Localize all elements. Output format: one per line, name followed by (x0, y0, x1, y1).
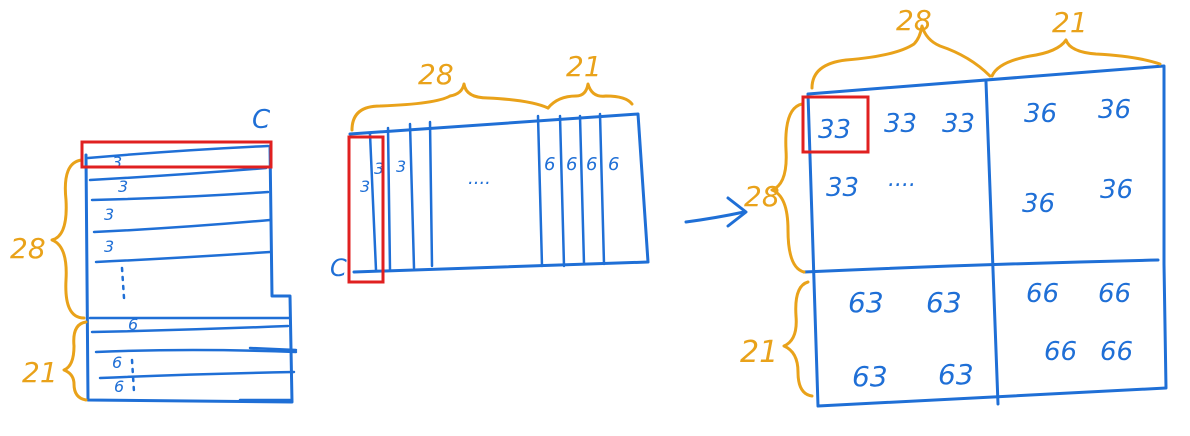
middle-brace-label-21: 21 (566, 50, 602, 83)
block-value-36: 36 (1100, 175, 1133, 205)
middle-col-line (578, 114, 586, 266)
transform-arrow (684, 196, 748, 228)
result-divider-vertical (984, 80, 1000, 406)
result-brace-top-28 (810, 24, 992, 90)
left-row-line (94, 348, 298, 354)
middle-brace-label-28: 28 (418, 58, 454, 91)
left-dots (120, 266, 126, 300)
left-row-line (86, 144, 270, 160)
block-value-66: 66 (1044, 337, 1077, 367)
block-value-66: 66 (1026, 279, 1059, 309)
middle-col-mark: 3 (374, 159, 384, 178)
result-brace-label-left-21: 21 (740, 335, 778, 370)
middle-col-mark: 6 (566, 154, 577, 175)
middle-highlight-box (347, 135, 385, 284)
middle-matrix: 3 3 3 6 6 6 6 .... C 28 21 (330, 50, 650, 284)
left-row-mark: 6 (128, 315, 138, 334)
middle-col-mark: 6 (586, 154, 597, 175)
left-row-mark: 3 (104, 237, 114, 256)
block-ellipsis: .... (888, 167, 916, 192)
left-row-mark: 3 (104, 205, 114, 224)
result-highlight-box (801, 95, 870, 154)
result-brace-label-left-28: 28 (744, 180, 780, 213)
result-divider-horizontal (802, 258, 1160, 274)
middle-col-line (428, 120, 434, 268)
block-value-63: 63 (938, 358, 974, 391)
block-value-63: 63 (926, 286, 962, 319)
block-value-36: 36 (1024, 99, 1057, 129)
left-row-line (90, 324, 290, 334)
block-value-36: 36 (1098, 95, 1131, 125)
block-value-66: 66 (1098, 279, 1131, 309)
result-brace-top-21 (990, 38, 1162, 78)
left-matrix: 3 3 3 3 6 6 6 C 28 21 (10, 105, 298, 404)
result-matrix-frame (806, 64, 1168, 408)
left-row-mark: 3 (112, 153, 122, 172)
left-row-mark: 3 (118, 177, 128, 196)
result-brace-left-28 (770, 102, 806, 274)
left-brace-28 (50, 158, 86, 320)
block-value-33: 33 (826, 173, 859, 203)
left-row-line (98, 370, 296, 380)
middle-col-line (558, 114, 566, 268)
middle-brace-28 (350, 82, 550, 132)
middle-col-mark: 3 (396, 157, 406, 176)
left-brace-label-21: 21 (22, 356, 58, 389)
result-brace-left-21 (782, 280, 814, 398)
middle-channel-label: C (330, 254, 347, 282)
left-row-tick (248, 346, 298, 352)
left-brace-label-28: 28 (10, 232, 46, 265)
block-value-36: 36 (1022, 189, 1055, 219)
result-matrix: 33 33 33 33 .... 36 36 36 36 63 63 63 63… (740, 4, 1168, 408)
left-row-line (90, 190, 270, 202)
middle-brace-21 (546, 82, 634, 110)
middle-ellipsis: .... (468, 168, 491, 189)
left-row-line (92, 218, 272, 234)
arrow-shaft (684, 210, 746, 224)
left-brace-21 (62, 320, 88, 402)
middle-col-mark: 6 (544, 154, 555, 175)
middle-col-line (598, 112, 606, 266)
block-value-33: 33 (884, 109, 917, 139)
block-value-63: 63 (848, 286, 884, 319)
block-value-33: 33 (818, 115, 851, 145)
left-row-mark: 6 (112, 353, 122, 372)
left-row-mark: 6 (114, 377, 124, 396)
middle-col-mark: 3 (360, 177, 370, 196)
left-dots (130, 358, 136, 394)
middle-col-line (368, 132, 378, 272)
middle-col-line (536, 114, 544, 268)
block-value-63: 63 (852, 360, 888, 393)
arrow-head (726, 196, 748, 228)
block-value-33: 33 (942, 109, 975, 139)
left-channel-label: C (252, 105, 271, 135)
result-brace-label-top-28: 28 (896, 4, 932, 37)
middle-col-line (386, 126, 392, 272)
result-brace-label-top-21: 21 (1052, 6, 1088, 39)
left-highlight-box (80, 140, 273, 169)
left-row-line (88, 166, 268, 182)
block-value-66: 66 (1100, 337, 1133, 367)
middle-col-mark: 6 (608, 154, 619, 175)
left-row-line (94, 250, 272, 264)
middle-matrix-frame (348, 112, 650, 274)
middle-col-line (408, 122, 416, 270)
